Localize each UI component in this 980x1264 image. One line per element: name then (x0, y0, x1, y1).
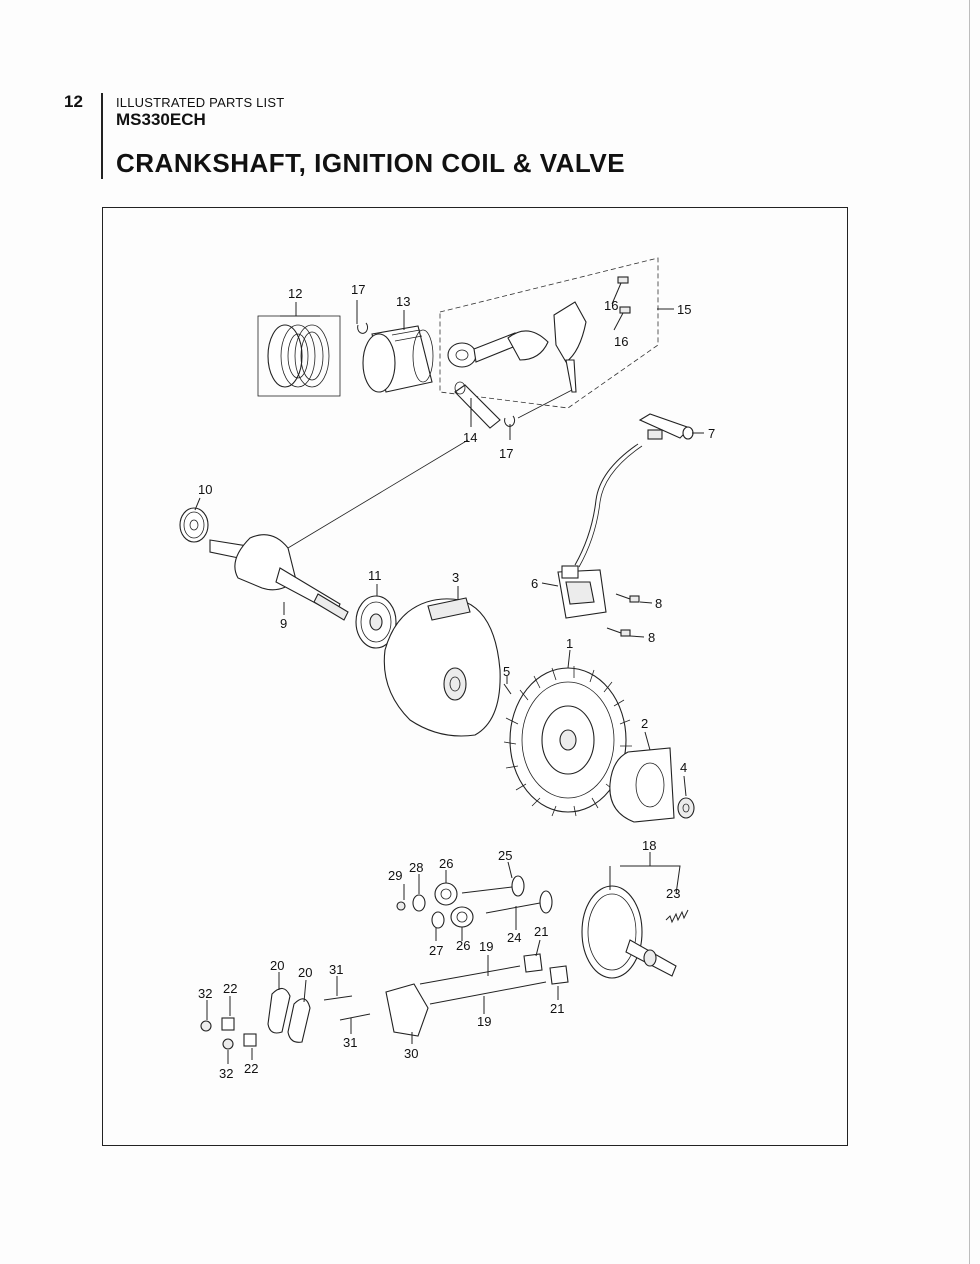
circlip-part-bottom (504, 415, 516, 427)
callout-31-top: 31 (329, 962, 343, 977)
callout-2: 2 (641, 716, 648, 731)
callout-19-top: 19 (479, 939, 493, 954)
callout-17-top: 17 (351, 282, 365, 297)
callout-13: 13 (396, 294, 410, 309)
callout-4: 4 (680, 760, 687, 775)
callout-20-right: 20 (298, 965, 312, 980)
assembly-line-rod (517, 389, 573, 419)
valves-part (461, 875, 553, 914)
callout-24: 24 (507, 930, 521, 945)
callout-30: 30 (404, 1046, 418, 1061)
piston-pin-part (454, 381, 501, 429)
crankshaft-gear-part (179, 507, 209, 543)
callout-8-top: 8 (655, 596, 662, 611)
page-title: CRANKSHAFT, IGNITION COIL & VALVE (116, 148, 626, 178)
callout-28: 28 (409, 860, 423, 875)
connecting-rod-group-outline (439, 257, 659, 409)
callout-17-bottom: 17 (499, 446, 513, 461)
model-number: MS330ECH (116, 110, 206, 129)
callout-22-top: 22 (223, 981, 237, 996)
callout-26-top: 26 (439, 856, 453, 871)
piston-rings-part (257, 315, 341, 397)
callout-1: 1 (566, 636, 573, 651)
callout-27: 27 (429, 943, 443, 958)
coil-screws-part (606, 593, 640, 637)
callout-labels: 12 17 13 16 16 15 14 17 7 10 11 3 6 8 8 … (198, 282, 715, 1081)
callout-9: 9 (280, 616, 287, 631)
callout-32-top: 32 (198, 986, 212, 1001)
callout-15: 15 (677, 302, 691, 317)
callout-10: 10 (198, 482, 212, 497)
timing-gear-part (355, 595, 397, 649)
circlip-part-top (357, 322, 369, 334)
callout-31-bottom: 31 (343, 1035, 357, 1050)
crankshaft-part (209, 534, 349, 621)
page-edge-line (969, 0, 970, 1264)
woodruff-key-part (503, 683, 512, 695)
rocker-arms-part (267, 987, 311, 1043)
rod-bolts-part (611, 276, 631, 331)
callout-32-bottom: 32 (219, 1066, 233, 1081)
callout-5: 5 (503, 664, 510, 679)
starter-cup-part (609, 747, 675, 823)
header-divider (101, 93, 103, 179)
flywheel-housing-part (383, 597, 501, 737)
assembly-line-pin (287, 439, 469, 549)
valve-springs-part (396, 882, 474, 929)
callout-25: 25 (498, 848, 512, 863)
callout-7: 7 (708, 426, 715, 441)
flywheel-part (503, 666, 632, 817)
callout-8-bottom: 8 (648, 630, 655, 645)
callout-19-bottom: 19 (477, 1014, 491, 1029)
spring-part (665, 909, 689, 924)
connecting-rod-part (447, 330, 549, 368)
camshaft-part (581, 885, 677, 979)
piston-part (362, 325, 434, 393)
rocker-plate-part (385, 983, 429, 1037)
callout-6: 6 (531, 576, 538, 591)
rocker-pivots-part (200, 1017, 257, 1050)
rod-cap-part (553, 301, 587, 393)
callout-14: 14 (463, 430, 477, 445)
callout-18: 18 (642, 838, 656, 853)
callout-22-bottom: 22 (244, 1061, 258, 1076)
callout-23: 23 (666, 886, 680, 901)
flywheel-nut-part (677, 797, 695, 819)
callout-21-bottom: 21 (550, 1001, 564, 1016)
section-label: ILLUSTRATED PARTS LIST (116, 95, 285, 110)
callout-20-left: 20 (270, 958, 284, 973)
spark-plug-cap-part (574, 413, 694, 568)
callout-21-top: 21 (534, 924, 548, 939)
callout-26-bottom: 26 (456, 938, 470, 953)
callout-11: 11 (368, 568, 382, 583)
ignition-coil-part (557, 565, 607, 619)
callout-16-bottom: 16 (614, 334, 628, 349)
page-number: 12 (64, 92, 83, 111)
callout-12: 12 (288, 286, 302, 301)
diagram-frame (102, 207, 848, 1146)
callout-29: 29 (388, 868, 402, 883)
callout-3: 3 (452, 570, 459, 585)
rocker-studs-part (323, 995, 371, 1021)
callout-16-top: 16 (604, 298, 618, 313)
push-rods-part (419, 953, 569, 1005)
leader-lines (194, 300, 704, 1064)
